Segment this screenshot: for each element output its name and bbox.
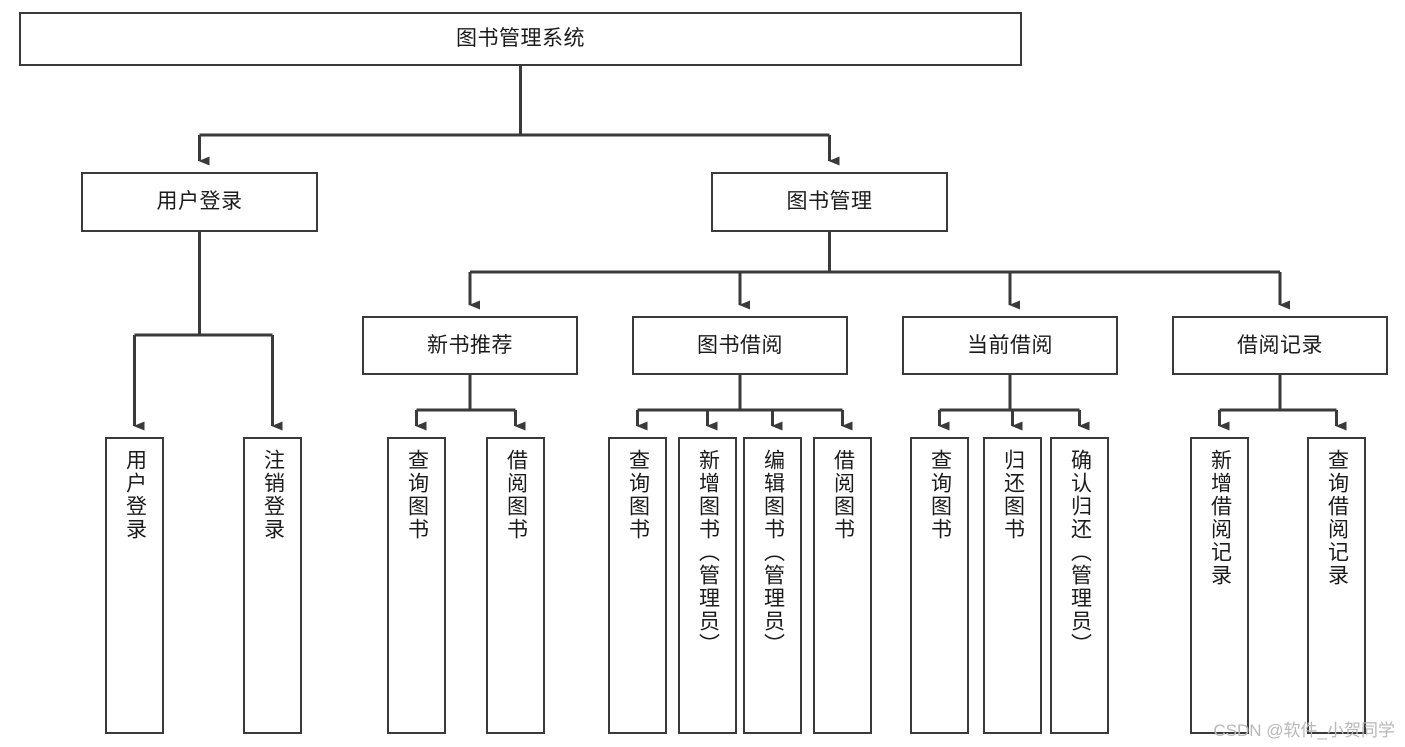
node-label: 用户登录	[123, 449, 147, 541]
node-leaf-add-record[interactable]: 新增借阅记录	[1190, 437, 1249, 734]
node-new-book-rec[interactable]: 新书推荐	[362, 316, 578, 375]
node-label: 图书管理系统	[456, 27, 585, 51]
node-label: 借阅记录	[1237, 333, 1323, 357]
node-book-borrow[interactable]: 图书借阅	[632, 316, 848, 375]
node-label: 新书推荐	[427, 333, 513, 357]
node-label: 查询图书	[626, 449, 650, 541]
node-label: 当前借阅	[967, 333, 1053, 357]
node-label: 图书管理	[786, 190, 873, 214]
node-leaf-return-book[interactable]: 归还图书	[983, 437, 1042, 734]
node-leaf-borrow-book-1[interactable]: 借阅图书	[486, 437, 545, 734]
node-leaf-query-book-2[interactable]: 查询图书	[608, 437, 667, 734]
node-label: 新增借阅记录	[1208, 449, 1232, 587]
node-label: 编辑图书（管理员）	[761, 449, 785, 656]
node-leaf-query-record[interactable]: 查询借阅记录	[1307, 437, 1366, 734]
node-leaf-query-book-3[interactable]: 查询图书	[910, 437, 969, 734]
node-label: 查询借阅记录	[1325, 449, 1349, 587]
node-borrow-record[interactable]: 借阅记录	[1172, 316, 1388, 375]
node-label: 用户登录	[156, 190, 243, 214]
node-leaf-query-book-1[interactable]: 查询图书	[387, 437, 446, 734]
node-leaf-user-login[interactable]: 用户登录	[105, 437, 164, 734]
node-leaf-confirm-return[interactable]: 确认归还（管理员）	[1050, 437, 1109, 734]
node-label: 注销登录	[261, 449, 285, 541]
node-book-manage[interactable]: 图书管理	[711, 172, 948, 232]
node-label: 图书借阅	[697, 333, 783, 357]
node-label: 查询图书	[405, 449, 429, 541]
node-leaf-edit-book[interactable]: 编辑图书（管理员）	[743, 437, 802, 734]
node-label: 借阅图书	[831, 449, 855, 541]
node-root[interactable]: 图书管理系统	[19, 12, 1022, 66]
node-leaf-borrow-book-2[interactable]: 借阅图书	[813, 437, 872, 734]
node-user-login[interactable]: 用户登录	[81, 172, 318, 232]
node-leaf-logout[interactable]: 注销登录	[243, 437, 302, 734]
node-label: 新增图书（管理员）	[696, 449, 720, 656]
node-label: 归还图书	[1001, 449, 1025, 541]
node-label: 查询图书	[928, 449, 952, 541]
node-current-borrow[interactable]: 当前借阅	[902, 316, 1118, 375]
node-label: 借阅图书	[504, 449, 528, 541]
node-label: 确认归还（管理员）	[1068, 449, 1092, 656]
node-leaf-add-book[interactable]: 新增图书（管理员）	[678, 437, 737, 734]
